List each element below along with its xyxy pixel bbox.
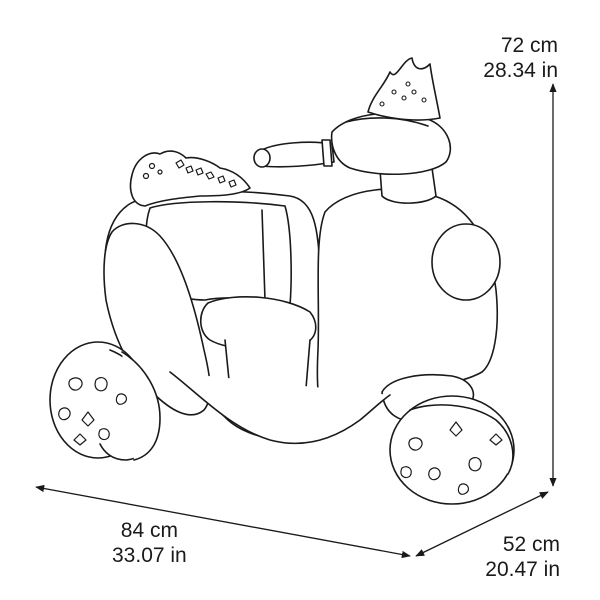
height-imperial: 28.34 in xyxy=(483,59,558,82)
top-crown xyxy=(367,57,441,121)
width-label: 52 cm 20.47 in xyxy=(485,532,560,582)
side-panel xyxy=(103,222,211,416)
crown-decoration xyxy=(129,150,251,207)
length-dimension-line xyxy=(35,484,411,559)
front-wheel xyxy=(389,395,515,505)
length-metric: 84 cm xyxy=(120,519,178,542)
rear-wheel xyxy=(49,341,161,461)
width-metric: 52 cm xyxy=(502,533,560,556)
width-dimension-line xyxy=(415,491,549,557)
height-label: 72 cm 28.34 in xyxy=(483,33,558,83)
width-imperial: 20.47 in xyxy=(485,558,560,581)
height-metric: 72 cm xyxy=(500,34,558,57)
scooter-illustration xyxy=(49,57,515,505)
length-label: 84 cm 33.07 in xyxy=(112,518,187,568)
headlight xyxy=(431,223,501,301)
length-imperial: 33.07 in xyxy=(112,544,187,567)
